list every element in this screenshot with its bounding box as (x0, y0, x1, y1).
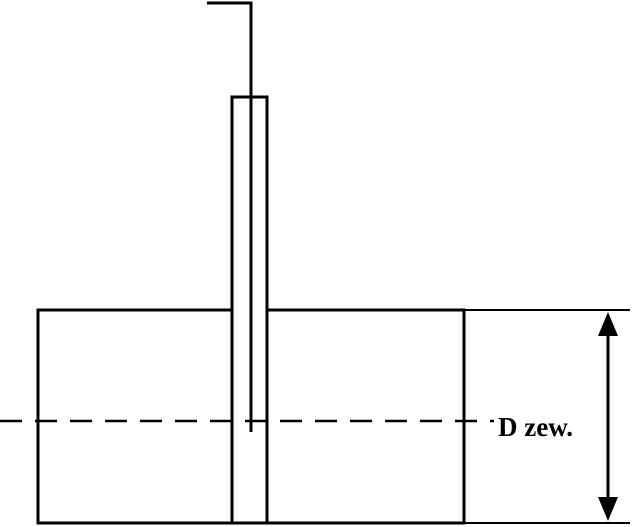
dimension-label: D zew. (498, 412, 573, 442)
probe-wire (207, 1, 253, 97)
cylinder-body-left (36, 308, 232, 525)
dimension-arrow-down-icon (598, 497, 618, 521)
cylinder-body-right (267, 308, 466, 525)
dimension-arrow-up-icon (598, 312, 618, 336)
